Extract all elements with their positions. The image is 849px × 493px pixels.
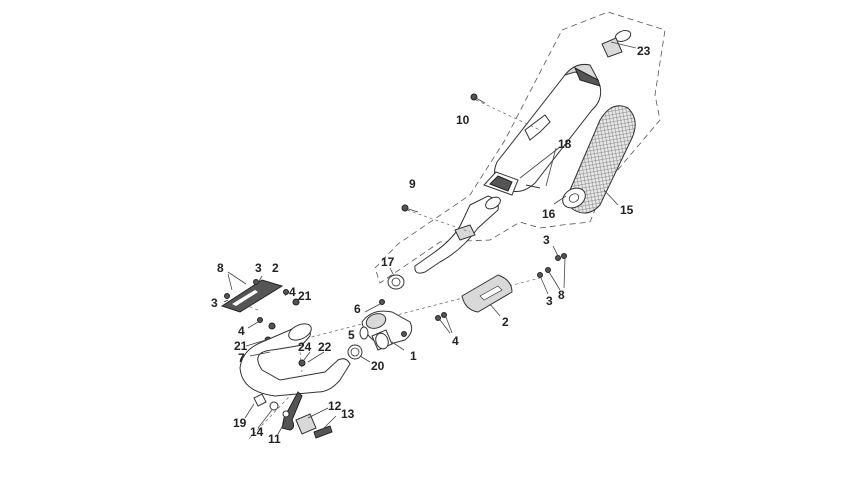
inlet-gasket-part bbox=[483, 171, 541, 196]
leader-lines bbox=[223, 41, 637, 435]
bolt-9 bbox=[401, 204, 419, 213]
clamp-20 bbox=[347, 344, 363, 360]
callout-2-right: 2 bbox=[502, 315, 509, 329]
callout-12: 12 bbox=[328, 399, 342, 413]
callout-20: 20 bbox=[371, 359, 385, 373]
bolt-6 bbox=[379, 299, 385, 305]
callout-3-right-bottom: 3 bbox=[546, 294, 553, 308]
callout-8-left: 8 bbox=[217, 261, 224, 275]
callout-14: 14 bbox=[250, 425, 264, 439]
callout-6: 6 bbox=[354, 302, 361, 316]
header-front-section bbox=[361, 310, 413, 351]
callout-5: 5 bbox=[348, 328, 355, 342]
callout-10: 10 bbox=[456, 113, 470, 127]
callout-17: 17 bbox=[381, 255, 395, 269]
callout-9: 9 bbox=[409, 177, 416, 191]
end-cap-part bbox=[601, 30, 632, 58]
header-pipe bbox=[239, 323, 351, 397]
callout-4-right: 4 bbox=[452, 334, 459, 348]
callout-2-left: 2 bbox=[272, 261, 279, 275]
callout-1: 1 bbox=[410, 349, 417, 363]
fasteners-right bbox=[435, 253, 567, 321]
heat-shield-right bbox=[461, 274, 513, 313]
bolt-10 bbox=[470, 93, 486, 104]
callout-19: 19 bbox=[233, 416, 247, 430]
assembly-line bbox=[475, 99, 541, 131]
callout-3-right-top: 3 bbox=[543, 233, 550, 247]
callout-16: 16 bbox=[542, 207, 556, 221]
clamp-17 bbox=[387, 274, 405, 290]
gasket-5 bbox=[359, 326, 369, 340]
callout-21-top: 21 bbox=[298, 289, 312, 303]
heat-shield-left bbox=[220, 279, 284, 313]
callout-3-left-bottom: 3 bbox=[211, 296, 218, 310]
callout-13: 13 bbox=[341, 407, 355, 421]
callout-23: 23 bbox=[637, 44, 651, 58]
callout-22: 22 bbox=[318, 340, 332, 354]
lower-parts bbox=[253, 391, 333, 439]
assembly-line bbox=[406, 209, 471, 233]
callout-24: 24 bbox=[298, 340, 312, 354]
muffler-assembly-boundary bbox=[374, 11, 666, 284]
link-pipe bbox=[414, 195, 501, 274]
callout-21-bottom: 21 bbox=[234, 339, 248, 353]
silencer-packing-part bbox=[562, 105, 636, 214]
callout-7: 7 bbox=[238, 351, 245, 365]
callout-11: 11 bbox=[268, 432, 281, 446]
callout-4-left-top: 4 bbox=[289, 285, 296, 299]
callout-8-right: 8 bbox=[558, 288, 565, 302]
callout-3-left-top: 3 bbox=[255, 261, 262, 275]
callout-4-left-bottom: 4 bbox=[238, 324, 245, 338]
callout-18: 18 bbox=[558, 137, 572, 151]
callout-15: 15 bbox=[620, 203, 634, 217]
